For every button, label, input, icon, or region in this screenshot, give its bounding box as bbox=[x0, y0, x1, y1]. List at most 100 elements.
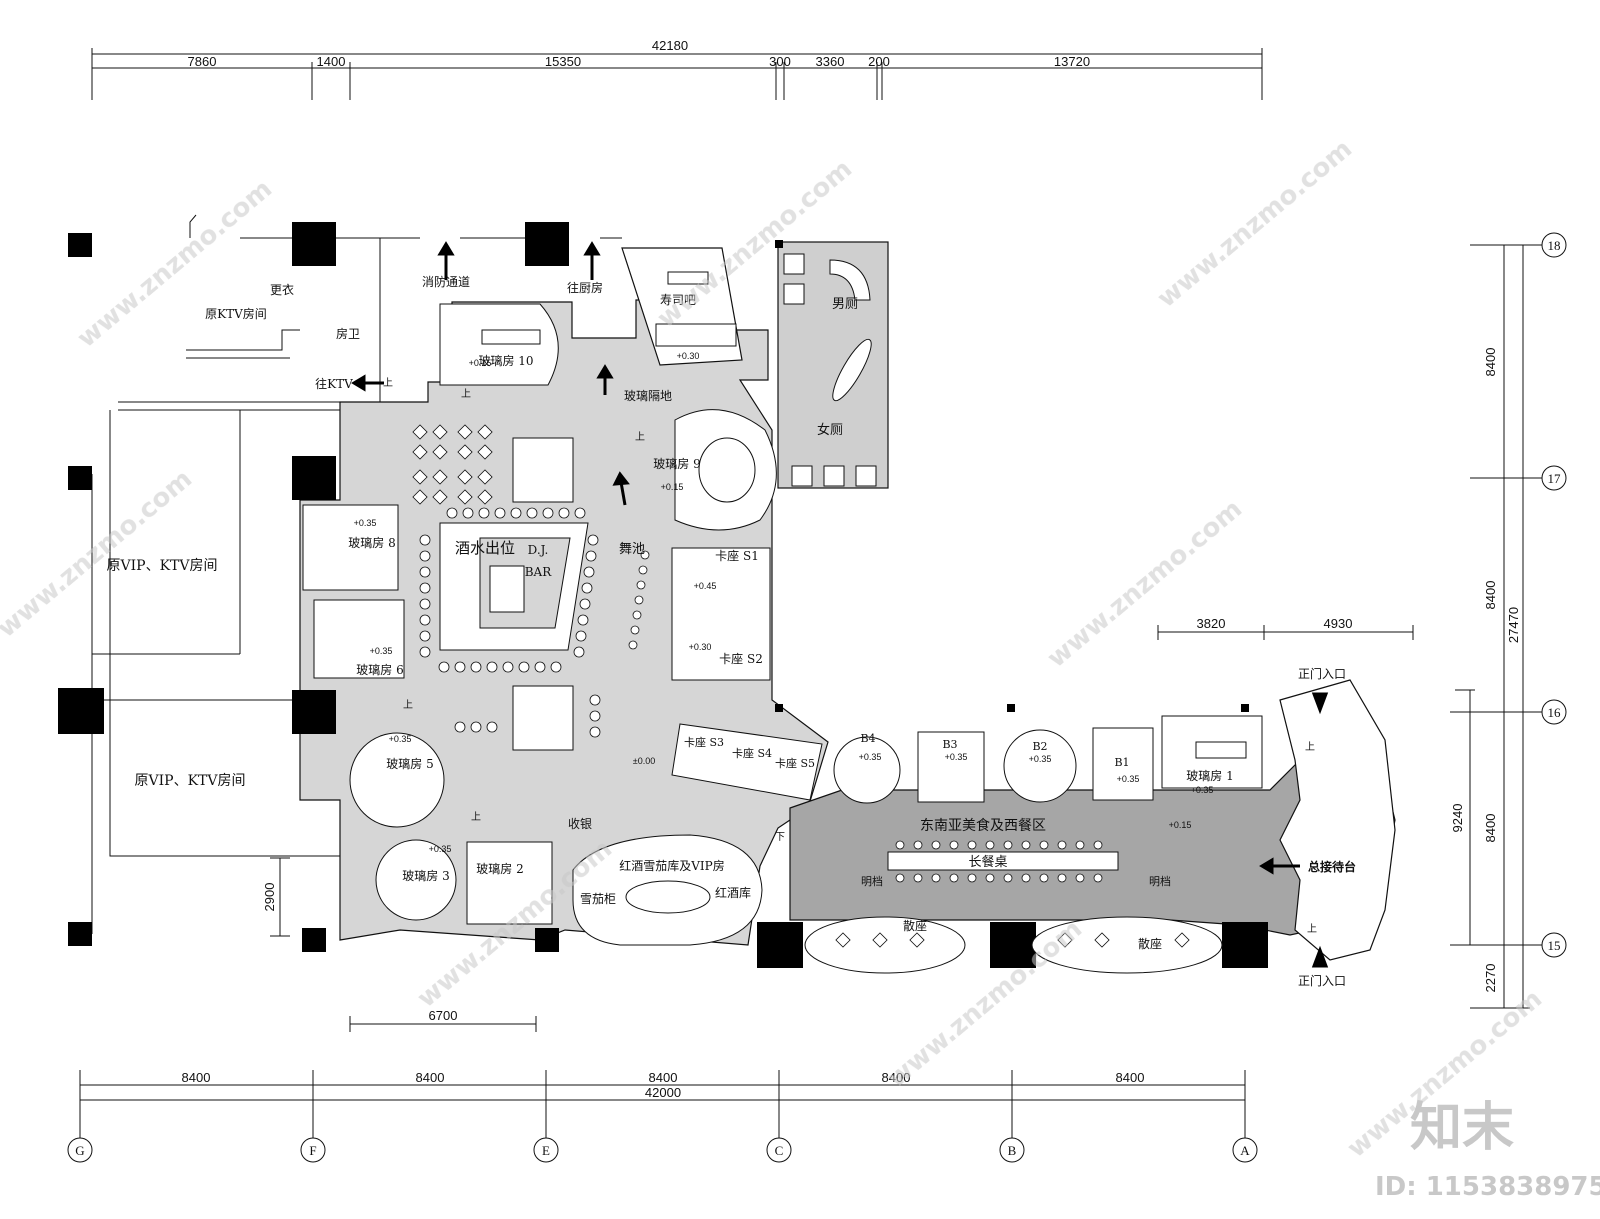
entrance-foyer bbox=[1279, 679, 1396, 961]
axis-bubble bbox=[1541, 932, 1567, 958]
axis-bubble bbox=[1541, 699, 1567, 725]
room-labels: 原KTV房间 更衣 房卫 消防通道 往厨房 寿司吧 男厕 女厕 往KTV 玻璃隔… bbox=[107, 274, 1356, 988]
elevation-marks: +0.15 +0.30 +0.15 +0.35 +0.45 +0.30 +0.3… bbox=[354, 351, 1214, 854]
bottom-seg-1: 8400 bbox=[182, 1070, 211, 1085]
label-womens-wc: 女厕 bbox=[817, 422, 843, 438]
axis-e: E bbox=[542, 1143, 550, 1158]
label-to-ktv: 往KTV bbox=[315, 376, 353, 391]
bottom-axis-bubbles bbox=[67, 1137, 1258, 1163]
watermark-logo: 知末 bbox=[1410, 1098, 1514, 1158]
column bbox=[292, 222, 336, 266]
bottom-seg-5: 8400 bbox=[1116, 1070, 1145, 1085]
glass-room-6 bbox=[313, 599, 405, 679]
elev-015: +0.15 bbox=[661, 482, 684, 492]
label-up: 上 bbox=[471, 811, 481, 823]
loose-seat-2 bbox=[1031, 916, 1223, 974]
label-b4: B4 bbox=[860, 732, 875, 745]
label-glass-8: 玻璃房 8 bbox=[348, 535, 395, 550]
column bbox=[302, 928, 326, 952]
label-glass-floor: 玻璃隔地 bbox=[624, 389, 672, 403]
label-booth-s5: 卡座 S5 bbox=[775, 756, 815, 770]
column bbox=[58, 688, 104, 734]
table-b4 bbox=[833, 736, 901, 804]
label-drinks: 酒水出位 bbox=[455, 539, 515, 557]
label-booth-s3: 卡座 S3 bbox=[684, 735, 724, 749]
column bbox=[1241, 704, 1249, 712]
elev-035: +0.35 bbox=[945, 752, 968, 762]
top-seg-6: 200 bbox=[868, 54, 890, 69]
top-dimension-chain bbox=[91, 48, 1263, 100]
elev-045: +0.45 bbox=[694, 581, 717, 591]
column bbox=[292, 690, 336, 734]
column bbox=[68, 233, 92, 257]
glass-room-8 bbox=[302, 504, 399, 591]
elev-035: +0.35 bbox=[370, 646, 393, 656]
table-block bbox=[512, 437, 574, 503]
label-up: 上 bbox=[1307, 923, 1317, 935]
elev-035: +0.35 bbox=[429, 844, 452, 854]
chairs bbox=[412, 424, 1190, 948]
watermark-id: ID: 1153838975 bbox=[1375, 1172, 1600, 1202]
right-seg-2: 8400 bbox=[1483, 581, 1498, 610]
long-table-chairs bbox=[895, 840, 1103, 883]
label-booth-s1: 卡座 S1 bbox=[715, 548, 759, 563]
direction-arrows bbox=[351, 241, 1329, 968]
watermark-site: www.znzmo.com bbox=[1152, 134, 1358, 314]
label-b1: B1 bbox=[1114, 756, 1129, 769]
entrance-seg-2: 4930 bbox=[1324, 616, 1353, 631]
glass-room-5 bbox=[349, 732, 445, 828]
label-dance-floor: 舞池 bbox=[619, 542, 645, 557]
bottom-small-dim: 6700 bbox=[429, 1008, 458, 1023]
label-glass-3: 玻璃房 3 bbox=[402, 868, 449, 883]
toilet bbox=[823, 465, 845, 487]
label-glass-9: 玻璃房 9 bbox=[653, 456, 700, 471]
elev-015: +0.15 bbox=[469, 358, 492, 368]
elev-030: +0.30 bbox=[689, 642, 712, 652]
washbasin bbox=[832, 338, 872, 402]
label-up: 上 bbox=[383, 377, 393, 389]
sushi-sign bbox=[667, 271, 709, 285]
axis-bubble bbox=[999, 1137, 1025, 1163]
loose-seat-1 bbox=[804, 916, 966, 974]
label-wine-cellar: 红酒库 bbox=[715, 885, 751, 900]
label-bar: BAR bbox=[525, 565, 552, 579]
axis-15: 15 bbox=[1548, 938, 1561, 953]
label-b3: B3 bbox=[942, 738, 957, 751]
elev-035: +0.35 bbox=[389, 734, 412, 744]
label-wine-vip: 红酒雪茄库及VIP房 bbox=[619, 858, 724, 873]
label-long-table: 长餐桌 bbox=[968, 854, 1007, 870]
axis-a: A bbox=[1240, 1143, 1250, 1158]
label-ktv-room: 原KTV房间 bbox=[205, 306, 267, 321]
axis-17: 17 bbox=[1548, 471, 1562, 486]
bottom-seg-3: 8400 bbox=[649, 1070, 678, 1085]
top-seg-3: 15350 bbox=[545, 54, 581, 69]
table-block bbox=[512, 685, 574, 751]
column bbox=[535, 928, 559, 952]
booth-ring bbox=[698, 437, 756, 503]
toilet bbox=[791, 465, 813, 487]
column bbox=[1222, 922, 1268, 968]
elev-035: +0.35 bbox=[1029, 754, 1052, 764]
label-sushi-bar: 寿司吧 bbox=[660, 293, 696, 307]
left-small-dim: 2900 bbox=[262, 883, 277, 912]
toilet bbox=[783, 253, 805, 275]
label-cashier: 收银 bbox=[568, 817, 592, 831]
label-mens-wc: 男厕 bbox=[832, 297, 858, 312]
elev-035: +0.35 bbox=[1191, 785, 1214, 795]
axis-bubble bbox=[1541, 232, 1567, 258]
arrow-down-icon bbox=[1311, 692, 1329, 715]
label-reception: 总接待台 bbox=[1308, 859, 1356, 874]
toilet bbox=[783, 283, 805, 305]
dj-booth bbox=[489, 565, 525, 613]
elev-000: ±0.00 bbox=[633, 756, 655, 766]
label-entrance-top: 正门入口 bbox=[1298, 666, 1346, 681]
label-loose-seat-2: 散座 bbox=[1138, 936, 1162, 951]
column bbox=[990, 922, 1036, 968]
label-to-kitchen: 往厨房 bbox=[567, 280, 603, 295]
elev-035: +0.35 bbox=[1117, 774, 1140, 784]
label-dj: D.J. bbox=[528, 543, 549, 557]
axis-bubble bbox=[1541, 465, 1567, 491]
axis-bubble bbox=[67, 1137, 93, 1163]
glass-room-3 bbox=[375, 839, 457, 921]
